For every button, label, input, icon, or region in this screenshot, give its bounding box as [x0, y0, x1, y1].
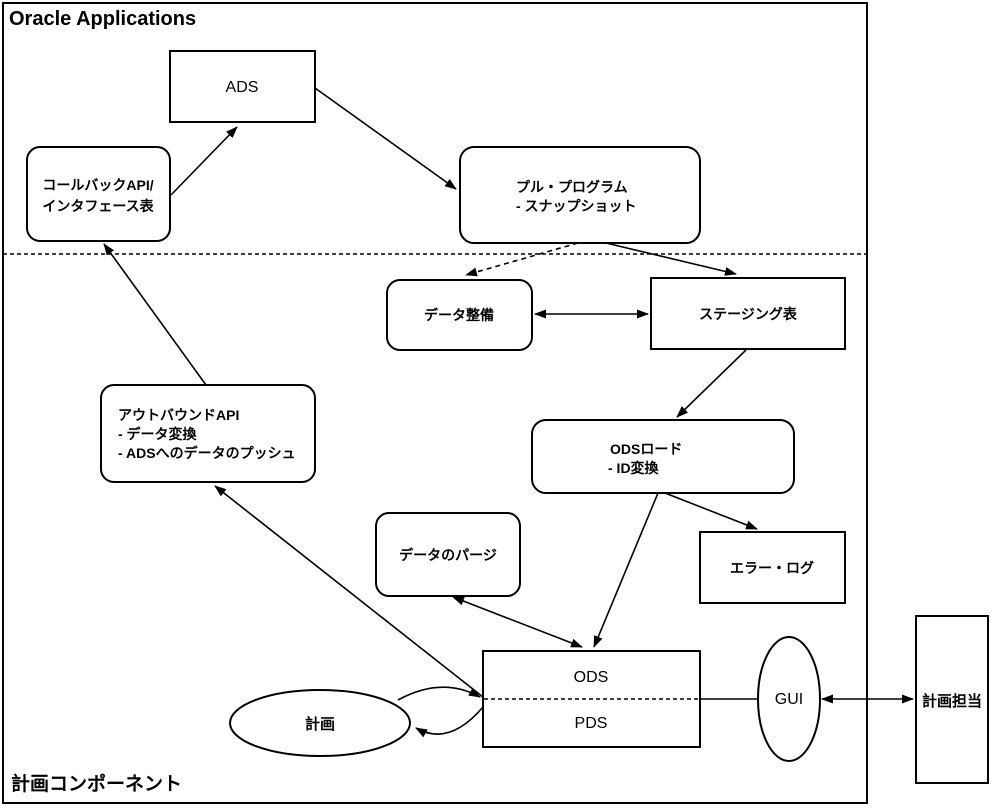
- arrow-outbound-api-to-callback: [103, 243, 207, 386]
- ads-box: [169, 50, 316, 123]
- arrow-staging-table-to-ods-load: [676, 349, 747, 418]
- planning-component-label: 計画コンポーネント: [11, 772, 182, 795]
- pull-program-box: [459, 146, 701, 244]
- pull-program-label-line1: プル・プログラム: [516, 179, 628, 195]
- ods-load-label-line1: ODSロード: [610, 441, 682, 457]
- gui-label: GUI: [775, 691, 803, 708]
- ods-load-label-line2: - ID変換: [608, 460, 660, 476]
- outbound-api-box: [100, 384, 316, 483]
- arrow-data-purge-ods: [452, 596, 583, 648]
- oracle-applications-title: Oracle Applications: [9, 8, 196, 30]
- callback-api-label-line1: コールバックAPI/: [42, 177, 153, 193]
- plan-ellipse: [229, 689, 411, 757]
- arrow-pull-program-to-staging-table: [605, 242, 737, 276]
- arrow-ods-to-plan: [415, 706, 484, 738]
- outbound-api-label-line3: - ADSへのデータのプッシュ: [118, 445, 296, 461]
- arrow-ods-load-to-ods: [593, 492, 659, 648]
- data-purge-box: [375, 512, 521, 597]
- arrow-pull-program-to-data-cleanup: [465, 242, 579, 277]
- arrow-ods-load-to-error-log: [664, 492, 758, 530]
- planner-label: 計画担当: [922, 692, 982, 710]
- ods-load-box: [531, 419, 795, 494]
- error-log-box: [699, 531, 846, 604]
- data-purge-label: データのパージ: [399, 547, 497, 563]
- arrow-ads-to-pull-program: [314, 87, 457, 190]
- outbound-api-label-line1: アウトバウンドAPI: [118, 407, 239, 423]
- callback-api-label-line2: インタフェース表: [42, 198, 154, 214]
- error-log-label: エラー・ログ: [730, 560, 814, 576]
- data-cleanup-label: データ整備: [424, 307, 494, 323]
- pds-label: PDS: [575, 715, 608, 732]
- callback-api-box: [26, 146, 171, 242]
- arrow-ods-to-outbound-api: [214, 485, 484, 698]
- arrow-callback-to-ads: [170, 126, 238, 196]
- ods-label: ODS: [574, 669, 609, 686]
- plan-label: 計画: [305, 715, 335, 733]
- planner-box: [915, 615, 989, 784]
- arrow-plan-to-ods: [397, 686, 481, 701]
- staging-table-label: ステージング表: [699, 306, 798, 322]
- pull-program-label-line2: - スナップショット: [516, 198, 637, 214]
- staging-table-box: [650, 277, 846, 350]
- ads-label: ADS: [226, 79, 259, 96]
- data-cleanup-box: [386, 279, 533, 351]
- outbound-api-label-line2: - データ変換: [118, 426, 198, 442]
